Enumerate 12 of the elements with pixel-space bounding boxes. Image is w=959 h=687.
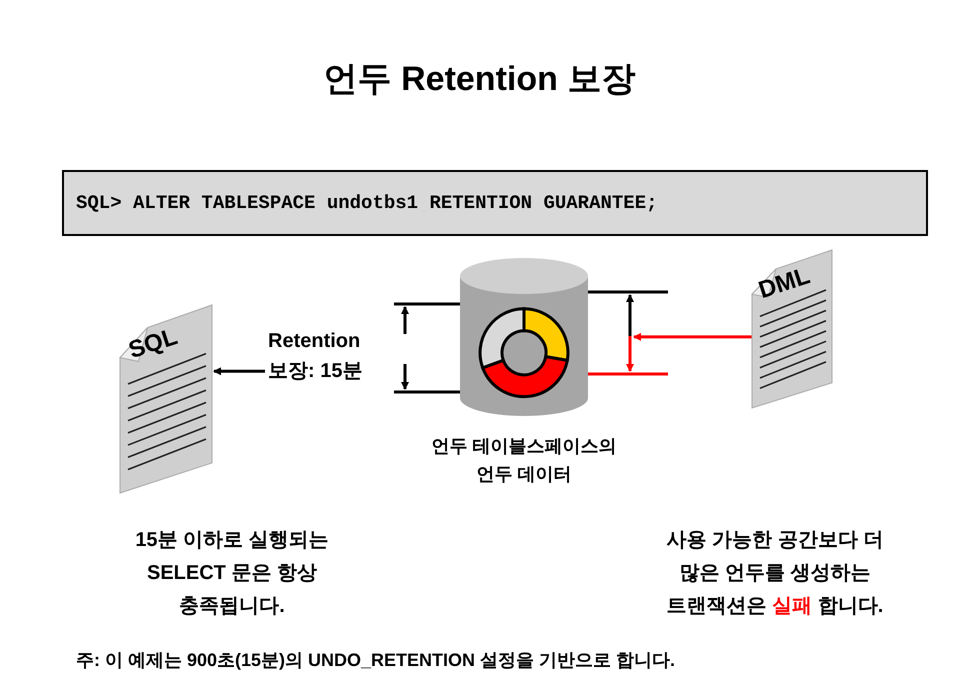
title: 언두 Retention 보장 [322, 59, 636, 100]
document-label: SQL [125, 323, 181, 365]
arrow [633, 332, 752, 341]
caption: 15분 이하로 실행되는 SELECT 문은 항상 충족됩니다. [134, 528, 330, 619]
sql-command: SQL> ALTER TABLESPACE undotbs1 RETENTION GUARANTEE; [76, 192, 658, 214]
caption: 사용 가능한 공간보다 더 많은 언두를 생성하는 트랜잭션은 실패 합니다. [666, 528, 884, 619]
retention-label: Retention 보장: 15분 [268, 329, 364, 384]
document-label: DML [755, 262, 814, 305]
node-label: 언두 테이블스페이스의 언두 데이터 [430, 435, 618, 486]
arrow [213, 367, 265, 376]
note: 주: 이 예제는 900초(15분)의 UNDO_RETENTION 설정을 기반으로 합니다. [76, 649, 676, 672]
command-bar [62, 170, 928, 236]
